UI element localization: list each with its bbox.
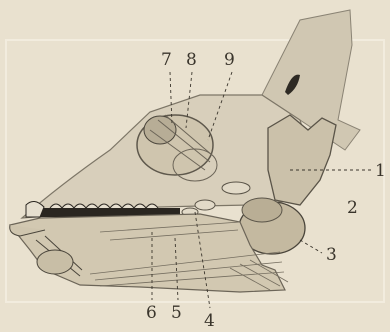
label-6: 6 bbox=[146, 305, 157, 322]
condyle-structure bbox=[268, 115, 336, 205]
label-2: 2 bbox=[347, 200, 358, 217]
label-1: 1 bbox=[375, 163, 386, 180]
label-9: 9 bbox=[224, 52, 235, 69]
label-7: 7 bbox=[161, 52, 172, 69]
label-3: 3 bbox=[326, 247, 337, 264]
label-4: 4 bbox=[204, 313, 215, 330]
label-5: 5 bbox=[171, 305, 182, 322]
label-8: 8 bbox=[186, 52, 197, 69]
